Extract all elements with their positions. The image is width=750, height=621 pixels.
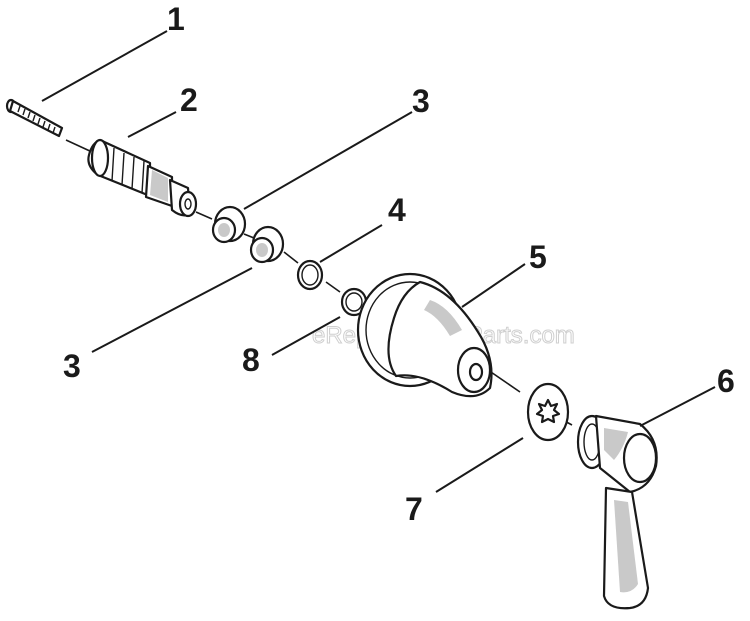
- callout-4: 4: [388, 192, 406, 228]
- callout-5: 5: [529, 239, 547, 275]
- part-5-escutcheon: [356, 272, 493, 398]
- callout-2: 2: [180, 82, 198, 118]
- callout-3-upper: 3: [412, 83, 430, 119]
- part-2-cartridge: [87, 138, 198, 218]
- leader-6: [639, 386, 716, 427]
- leader-3a: [243, 111, 413, 210]
- callout-1: 1: [167, 1, 185, 37]
- part-1-screw: [5, 98, 64, 138]
- leader-lines: [41, 30, 716, 493]
- callout-3-lower: 3: [63, 348, 81, 384]
- leader-5: [461, 263, 526, 308]
- callout-7: 7: [405, 491, 423, 527]
- part-6-lever-handle: [576, 414, 658, 610]
- callout-6: 6: [717, 363, 735, 399]
- leader-8: [271, 316, 341, 356]
- callout-numbers: 1 2 3 3 4 5 6 7 8: [63, 1, 735, 527]
- leader-3b: [91, 267, 253, 353]
- part-3-ring-upper: [211, 205, 247, 244]
- part-7-washer: [526, 382, 570, 442]
- assembly-axis: [65, 139, 573, 426]
- leader-7: [435, 437, 524, 493]
- leader-1: [41, 30, 168, 102]
- callout-8: 8: [242, 342, 260, 378]
- part-4-o-ring: [296, 259, 324, 291]
- part-3-ring-lower: [249, 225, 285, 264]
- leader-4: [319, 224, 383, 263]
- leader-2: [127, 111, 177, 138]
